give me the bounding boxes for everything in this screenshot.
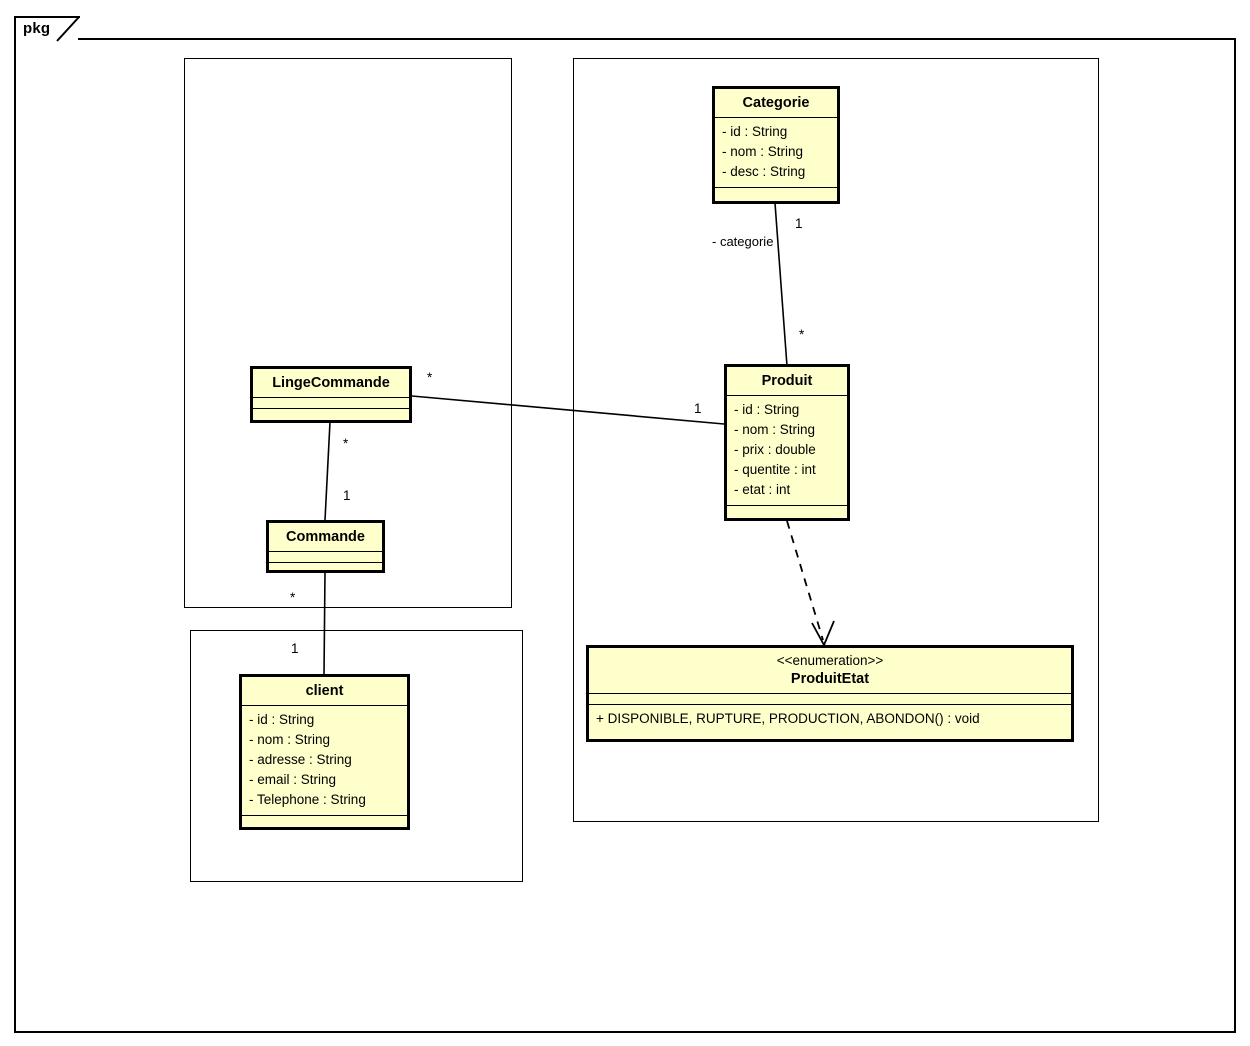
- class-box-commande[interactable]: Commande: [266, 520, 385, 573]
- multiplicity-commande-client-target: 1: [291, 641, 299, 656]
- operations-client: [242, 814, 407, 826]
- class-box-produitetat[interactable]: <<enumeration>> ProduitEtat + DISPONIBLE…: [586, 645, 1074, 742]
- operations-produitetat: + DISPONIBLE, RUPTURE, PRODUCTION, ABOND…: [589, 704, 1071, 734]
- attributes-lingecommande: [253, 397, 409, 408]
- class-box-categorie[interactable]: Categorie - id : String - nom : String - d…: [712, 86, 840, 204]
- member-row: - Telephone : String: [249, 792, 366, 807]
- class-name-commande: Commande: [286, 529, 365, 545]
- operations-categorie: [715, 187, 837, 198]
- attributes-produitetat: [589, 693, 1071, 704]
- member-row: - id : String: [734, 402, 800, 418]
- member-row: - adresse : String: [249, 752, 352, 768]
- package-tab: [14, 16, 78, 40]
- multiplicity-lingecommande-produit-source: *: [427, 370, 433, 385]
- operations-lingecommande: [253, 408, 409, 419]
- class-name-lingecommande: LingeCommande: [272, 375, 390, 391]
- attributes-categorie: - id : String - nom : String - desc : Stri…: [715, 117, 837, 187]
- package-frame-outer: [14, 38, 1236, 1033]
- class-box-client[interactable]: client - id : String - nom : String - adre…: [239, 674, 410, 830]
- multiplicity-lingecommande-produit-target: 1: [694, 401, 702, 416]
- multiplicity-lingecommande-commande-target: 1: [343, 488, 351, 503]
- subpackage-frame-orders: [184, 58, 512, 608]
- class-box-lingecommande[interactable]: LingeCommande: [250, 366, 412, 423]
- stereotype-enumeration: <<enumeration>>: [776, 653, 884, 668]
- multiplicity-lingecommande-commande-source: *: [343, 436, 349, 451]
- role-label-categorie: - categorie: [712, 234, 774, 249]
- member-row: - id : String: [722, 124, 788, 140]
- class-name-produitetat: <<enumeration>> ProduitEtat: [589, 648, 1071, 693]
- package-label: pkg: [23, 20, 51, 37]
- member-row: - id : String: [249, 712, 315, 728]
- member-row: - quentite : int: [734, 462, 816, 478]
- class-name-client: client: [305, 683, 344, 699]
- subpackage-frame-clients: [190, 630, 523, 882]
- member-row: - prix : double: [734, 442, 816, 458]
- attributes-produit: - id : String - nom : String - prix : doub…: [727, 395, 847, 505]
- member-row: + DISPONIBLE, RUPTURE, PRODUCTION, ABOND…: [596, 711, 980, 726]
- member-row: - nom : String: [722, 144, 804, 160]
- member-row: - nom : String: [734, 422, 816, 438]
- operations-commande: [269, 562, 382, 573]
- member-row: - nom : String: [249, 732, 331, 748]
- package-tab-diagonal: [56, 16, 80, 42]
- multiplicity-commande-client-source: *: [290, 590, 296, 605]
- multiplicity-produit-end: *: [799, 327, 805, 342]
- attributes-client: - id : String - nom : String - adresse : S…: [242, 705, 407, 815]
- member-row: - etat : int: [734, 482, 791, 497]
- multiplicity-categorie-end: 1: [795, 216, 803, 231]
- member-row: - email : String: [249, 772, 337, 788]
- attributes-commande: [269, 551, 382, 562]
- class-name-categorie: Categorie: [742, 95, 810, 111]
- member-row: - desc : String: [722, 164, 806, 180]
- class-name-produit: Produit: [761, 373, 813, 389]
- enumeration-name: ProduitEtat: [790, 670, 870, 687]
- class-box-produit[interactable]: Produit - id : String - nom : String - pri…: [724, 364, 850, 521]
- operations-produit: [727, 504, 847, 516]
- subpackage-frame-products: [573, 58, 1099, 822]
